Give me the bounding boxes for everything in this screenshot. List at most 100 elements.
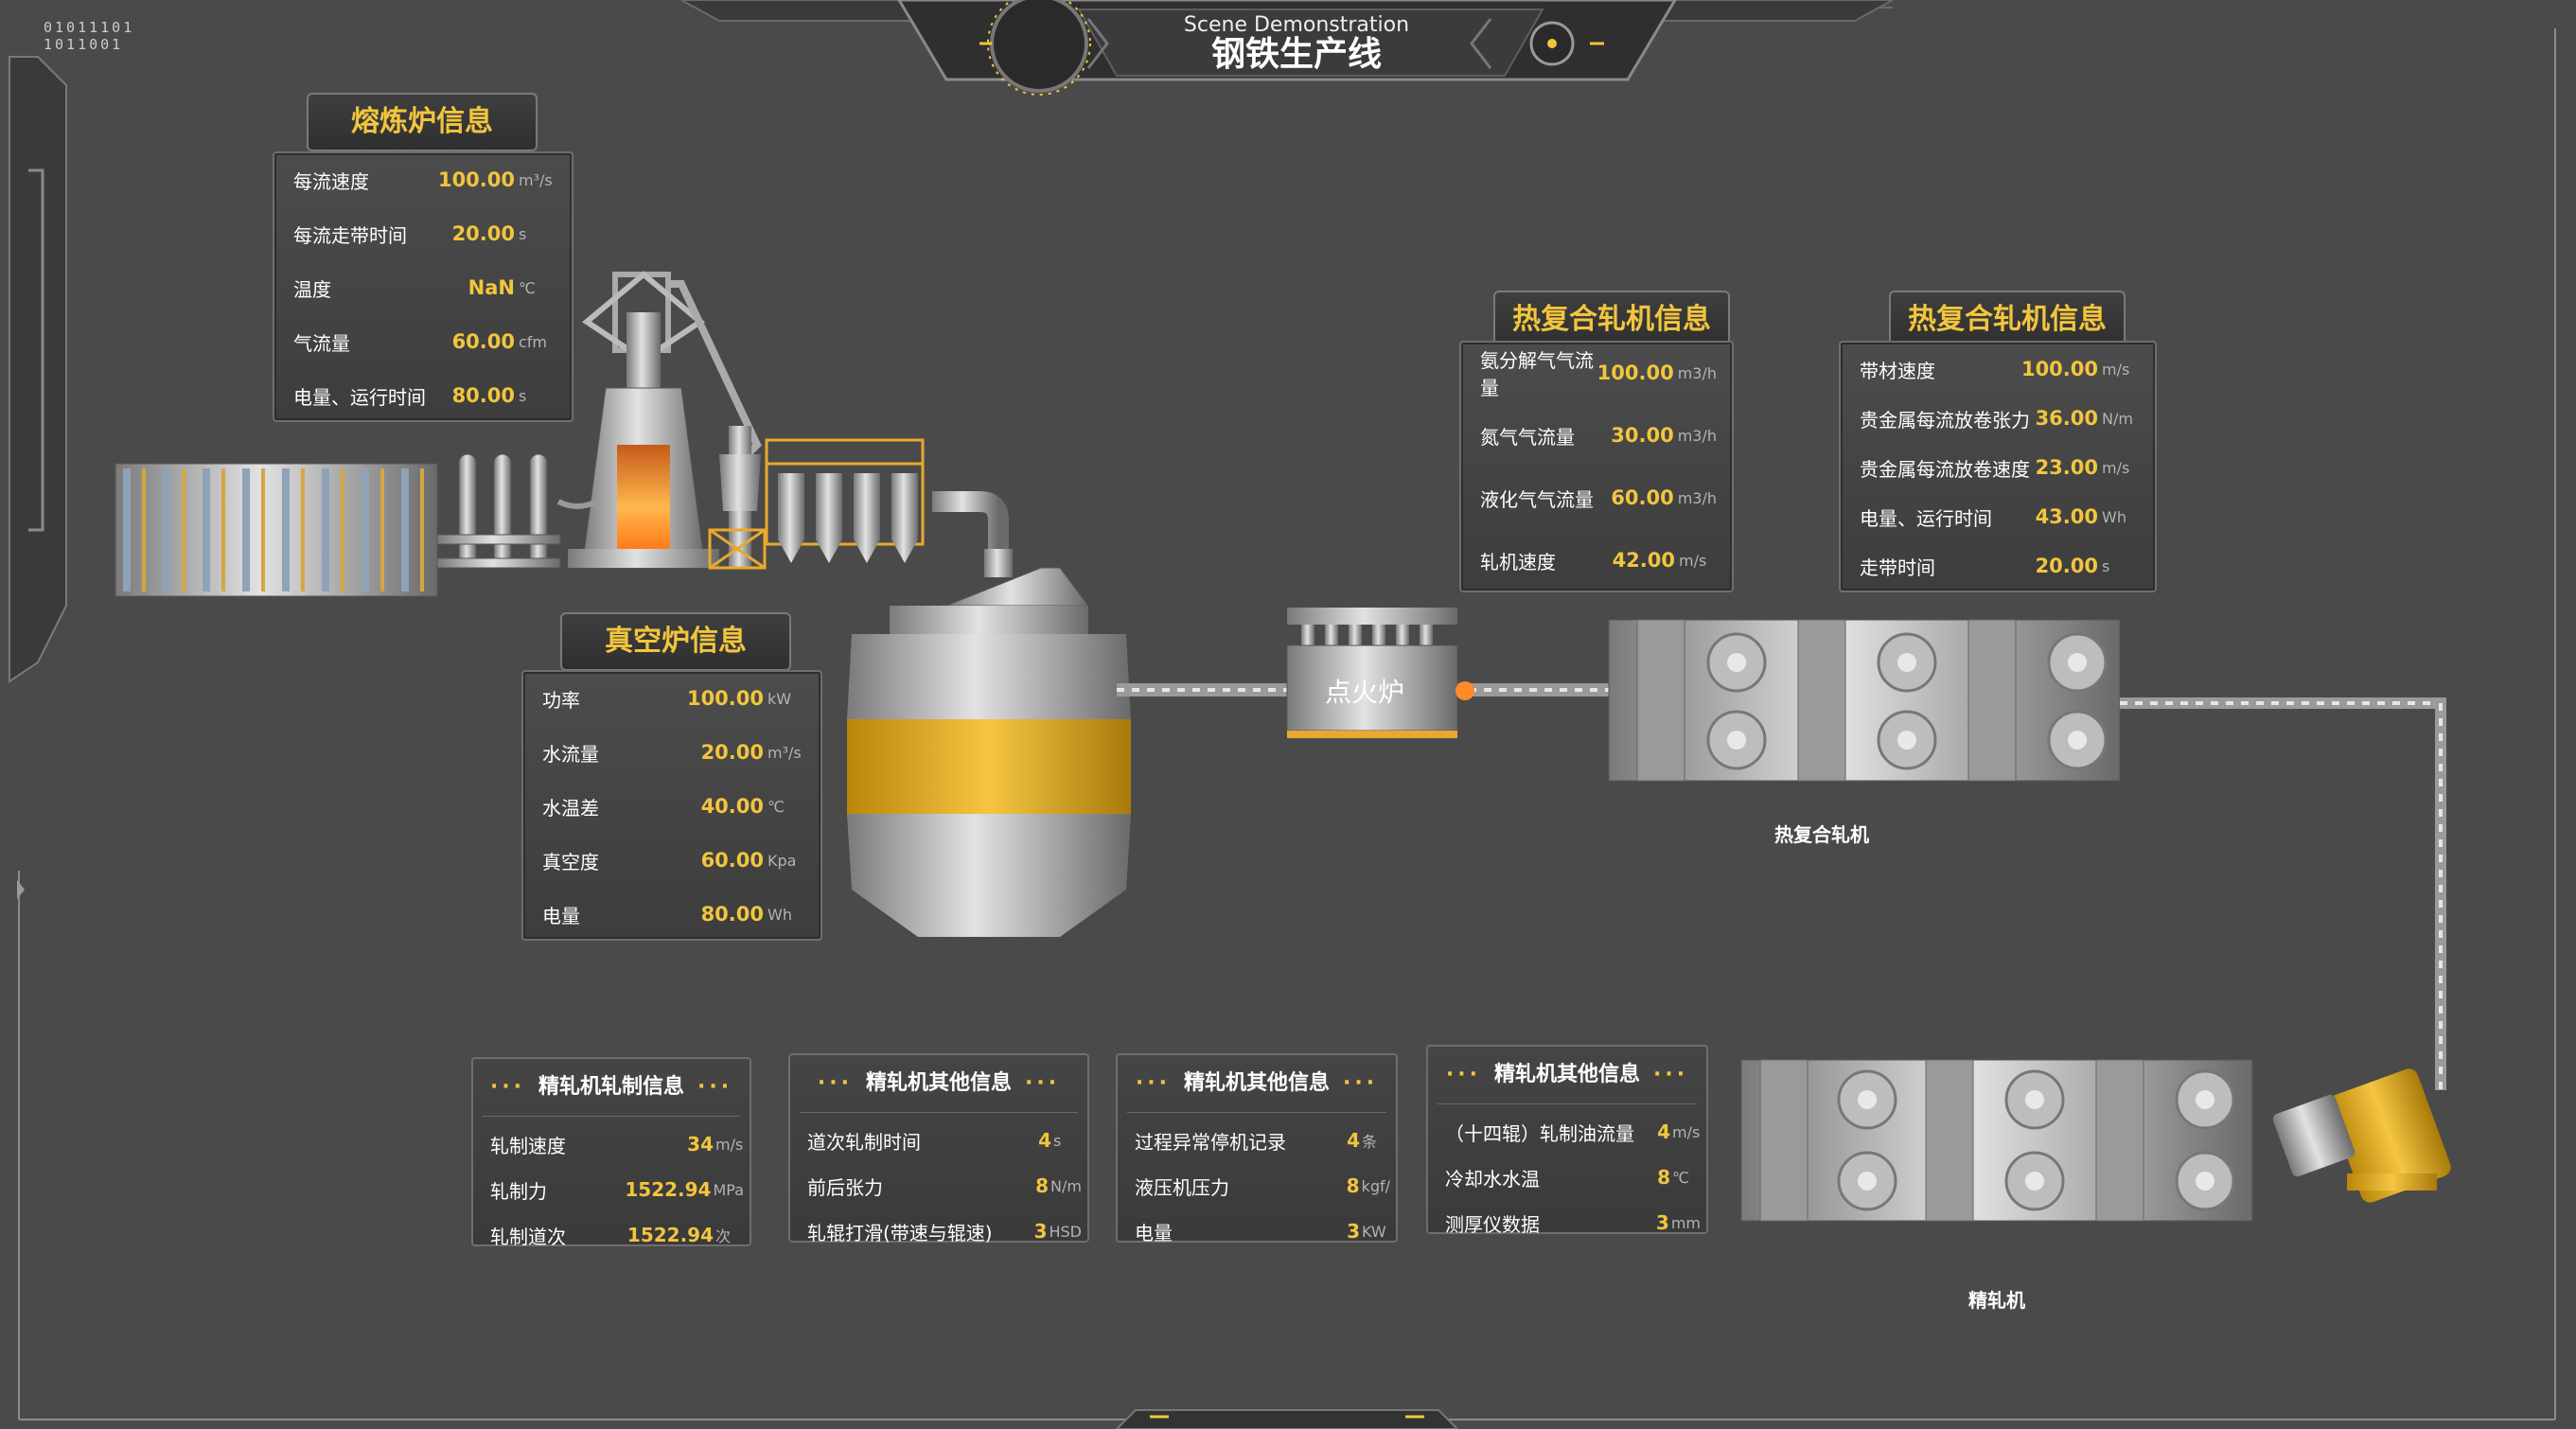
- page-header: Scene Demonstration 钢铁生产线: [1098, 13, 1495, 73]
- vacuum-title: 真空炉信息: [560, 612, 791, 671]
- row-unit: N/m: [1050, 1176, 1082, 1195]
- dots-left-icon: ···: [817, 1071, 853, 1095]
- row-value: 1522.94: [625, 1178, 712, 1201]
- panel-title-text: 精轧机其他信息: [1493, 1063, 1640, 1086]
- row-value: 4: [1347, 1129, 1360, 1152]
- panel-title: ···精轧机轧制信息···: [473, 1065, 750, 1110]
- row-label: （十四辊）轧制油流量: [1445, 1121, 1634, 1145]
- row-value: 20.00: [700, 741, 764, 764]
- hot2-title: 热复合轧机信息: [1889, 291, 2126, 349]
- row-unit: ℃: [768, 797, 785, 816]
- row-value: 100.00: [1597, 362, 1674, 384]
- row-label: 氨分解气气流量: [1480, 349, 1594, 399]
- row-value: 4: [1657, 1120, 1670, 1143]
- row-unit: m³/s: [768, 743, 802, 762]
- row-unit: m/s: [2102, 360, 2130, 379]
- row-value: 8: [1346, 1174, 1360, 1197]
- row-unit: m³/s: [519, 170, 553, 189]
- row-label: 走带时间: [1860, 556, 1935, 579]
- binary-decoration: 01011101 1011001: [44, 19, 134, 53]
- coiler: [2272, 1068, 2451, 1203]
- row-value: 100.00: [437, 168, 515, 191]
- row-label: 带材速度: [1860, 359, 1935, 382]
- row-value: 34: [687, 1133, 714, 1156]
- conveyor-1: [1117, 683, 1609, 697]
- row-value: 80.00: [700, 903, 764, 926]
- row-label: 前后张力: [807, 1175, 883, 1199]
- panel-title: ··· 精轧机其他信息 ···: [1428, 1052, 1706, 1098]
- row-unit: mm: [1670, 1213, 1701, 1232]
- row-value: 42.00: [1612, 549, 1675, 572]
- row-label: 水温差: [542, 796, 599, 820]
- ignition-furnace-label: 点火炉: [1325, 677, 1405, 708]
- panel-title-text: 精轧机其他信息: [1183, 1071, 1330, 1095]
- finish-mill-caption: 精轧机: [1968, 1289, 2025, 1312]
- row-label: 冷却水水温: [1445, 1167, 1540, 1191]
- row-label: 轧制力: [490, 1179, 547, 1203]
- row-value: 1522.94: [626, 1224, 714, 1246]
- row-value: 3: [1347, 1220, 1360, 1243]
- row-unit: m3/h: [1677, 426, 1717, 445]
- hot-rolling-mill: [1608, 619, 2121, 782]
- row-unit: 次: [715, 1227, 732, 1245]
- storage-rack: [115, 463, 438, 597]
- row-unit: Kpa: [768, 851, 797, 870]
- panel-title-text: 精轧机轧制信息: [538, 1075, 684, 1099]
- row-unit: m3/h: [1677, 488, 1717, 507]
- row-value: 36.00: [2035, 407, 2098, 430]
- row-value: 8: [1035, 1174, 1050, 1197]
- row-value: 60.00: [1611, 486, 1674, 509]
- dots-right-icon: ···: [1653, 1063, 1689, 1086]
- row-label: 贵金属每流放卷张力: [1860, 408, 2030, 432]
- row-value: 8: [1657, 1166, 1670, 1189]
- row-value: 100.00: [686, 687, 764, 710]
- row-unit: ℃: [519, 278, 536, 297]
- row-unit: Wh: [2102, 507, 2126, 526]
- row-label: 真空度: [542, 850, 599, 873]
- dots-right-icon: ···: [697, 1075, 733, 1099]
- row-label: 每流走带时间: [293, 223, 407, 247]
- row-label: 液压机压力: [1135, 1175, 1229, 1199]
- binary-line-2: 1011001: [44, 36, 124, 53]
- row-label: 电量: [542, 904, 580, 927]
- row-unit: cfm: [519, 332, 548, 351]
- dots-left-icon: ···: [1445, 1063, 1481, 1086]
- row-unit: s: [519, 386, 527, 405]
- finishing-mill: [1740, 1059, 2253, 1222]
- row-value: 60.00: [700, 849, 764, 872]
- vacuum-furnace: [847, 491, 1131, 937]
- row-label: 电量、运行时间: [1860, 506, 1992, 530]
- row-value: 43.00: [2035, 505, 2098, 528]
- row-label: 水流量: [542, 742, 599, 766]
- dust-tower: [708, 426, 767, 570]
- hot-mill-caption: 热复合轧机: [1774, 823, 1869, 846]
- dots-right-icon: ···: [1343, 1071, 1379, 1095]
- row-unit: kW: [768, 689, 792, 708]
- row-value: 100.00: [2020, 358, 2098, 380]
- row-unit: N/m: [2102, 409, 2133, 428]
- header-subtitle: Scene Demonstration: [1183, 13, 1410, 37]
- row-label: 功率: [542, 688, 580, 712]
- row-label: 电量、运行时间: [293, 385, 426, 409]
